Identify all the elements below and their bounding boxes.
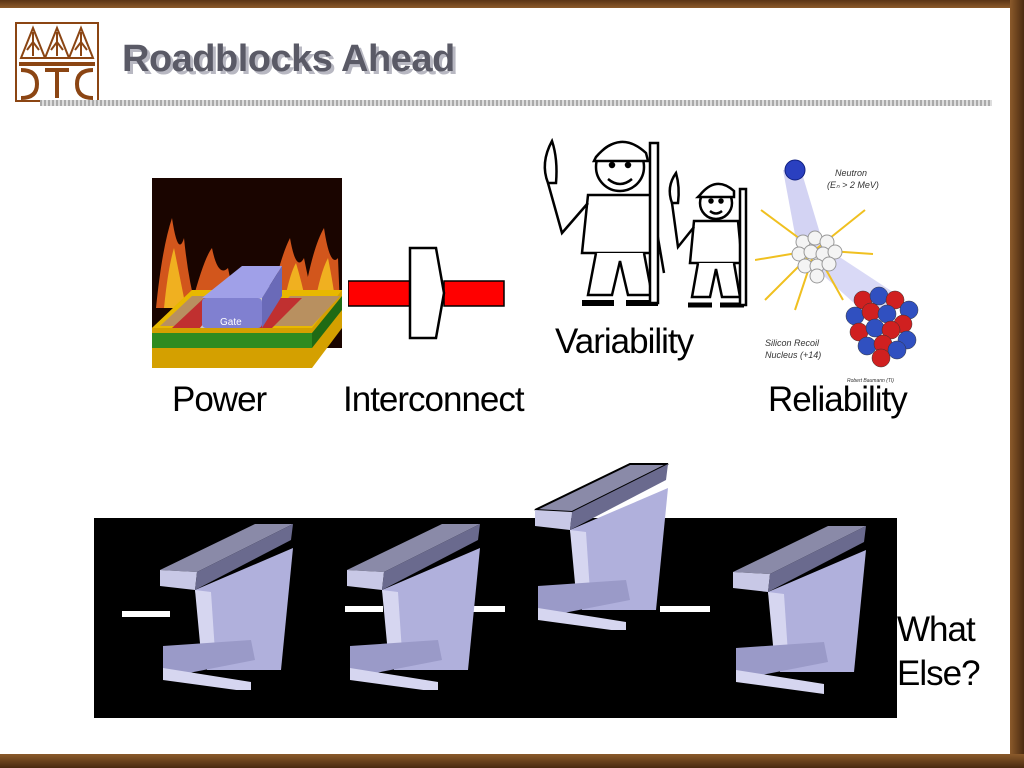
gate-label: Gate <box>220 317 242 328</box>
label-interconnect: Interconnect <box>343 380 525 419</box>
label-power: Power <box>172 380 267 419</box>
frame-bottom <box>0 754 1024 768</box>
label-reliability: Reliability <box>768 380 908 419</box>
slide-title: Roadblocks Ahead <box>122 38 455 80</box>
neutron-energy-label: (Eₙ > 2 MeV) <box>827 180 879 190</box>
hunters-cartoon-image <box>543 137 748 308</box>
road-dash <box>345 606 383 612</box>
neutron-strike-image: Neutron (Eₙ > 2 MeV) Silicon Recoil Nucl… <box>755 159 919 384</box>
transistor-fire-image: Gate <box>152 178 342 368</box>
i-beam-roadblock-icon <box>733 526 866 694</box>
i-beam-roadblock-icon <box>160 524 293 690</box>
title-divider <box>40 100 992 106</box>
road-dash <box>660 606 710 612</box>
what-else-line-1: What <box>897 610 976 649</box>
recoil-label-2: Nucleus (+14) <box>765 350 821 360</box>
neutron-label: Neutron <box>835 168 867 178</box>
frame-right <box>1010 0 1024 768</box>
university-logo-icon <box>15 22 99 102</box>
road-dash <box>467 606 505 612</box>
image-credit: Robert Baumann (TI) <box>847 378 894 384</box>
label-variability: Variability <box>555 322 694 361</box>
i-beam-roadblock-icon <box>347 524 480 690</box>
what-else-line-2: Else? <box>897 654 981 693</box>
frame-top <box>0 0 1024 8</box>
interconnect-wire-icon <box>348 246 505 340</box>
road-dash <box>122 611 170 617</box>
slide: Roadblocks Ahead Gate Power <box>0 8 1010 754</box>
recoil-label-1: Silicon Recoil <box>765 338 820 348</box>
what-else-label: What Else? <box>897 608 981 696</box>
i-beam-roadblock-icon <box>534 463 669 630</box>
